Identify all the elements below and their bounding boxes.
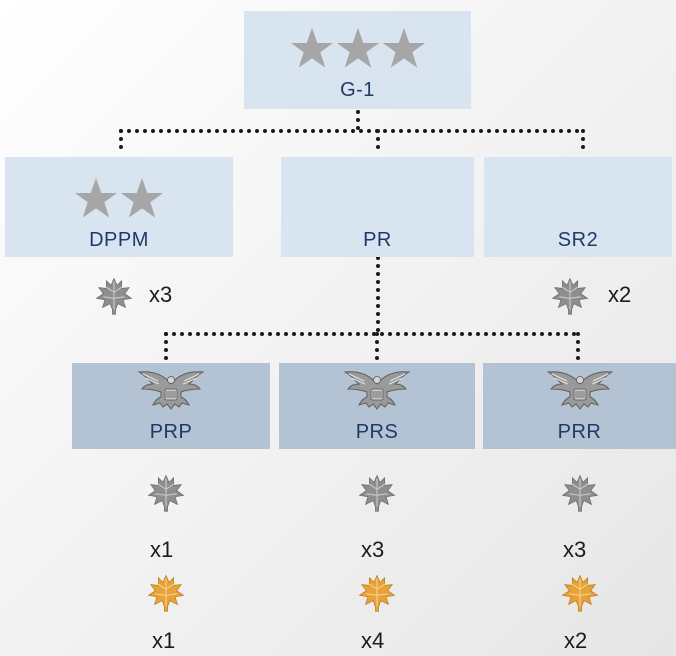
org-box-label: PRS [355,421,399,443]
silver-oak-leaf-count: x1 [150,537,174,562]
star-icon [74,177,118,219]
org-box-label: PRP [149,421,193,443]
silver-oak-leaf-count: x3 [563,537,587,562]
silver-oak-leaf-count: x3 [361,537,385,562]
org-box-prp: PRP [72,363,270,449]
org-box-label: DPPM [89,229,149,251]
star-icon [290,27,334,69]
gold-oak-leaf-icon [147,574,185,612]
silver-oak-leaf-icon [561,474,599,512]
three-star-insignia [244,27,471,69]
silver-oak-leaf-icon [551,277,589,315]
eagle-icon [344,369,410,411]
org-box-label: PRR [557,421,602,443]
silver-oak-leaf-count: x2 [608,282,632,307]
eagle-icon [138,369,204,411]
silver-oak-leaf-count: x3 [149,282,173,307]
org-box-g1: G-1 [244,11,471,109]
org-box-label: G-1 [340,79,375,101]
gold-oak-leaf-icon [561,574,599,612]
gold-oak-leaf-count: x4 [361,628,385,653]
org-box-dppm: DPPM [5,157,233,257]
silver-oak-leaf-icon [95,277,133,315]
org-box-prr: PRR [483,363,676,449]
silver-oak-leaf-icon [358,474,396,512]
org-box-pr: PR [281,157,474,257]
gold-oak-leaf-count: x1 [152,628,176,653]
star-icon [336,27,380,69]
org-box-sr2: SR2 [484,157,672,257]
gold-oak-leaf-icon [358,574,396,612]
silver-oak-leaf-icon [147,474,185,512]
eagle-icon [547,369,613,411]
star-icon [120,177,164,219]
two-star-insignia [5,177,233,219]
gold-oak-leaf-count: x2 [564,628,588,653]
org-box-prs: PRS [279,363,475,449]
org-box-label: SR2 [557,229,599,251]
org-box-label: PR [363,229,392,251]
star-icon [382,27,426,69]
